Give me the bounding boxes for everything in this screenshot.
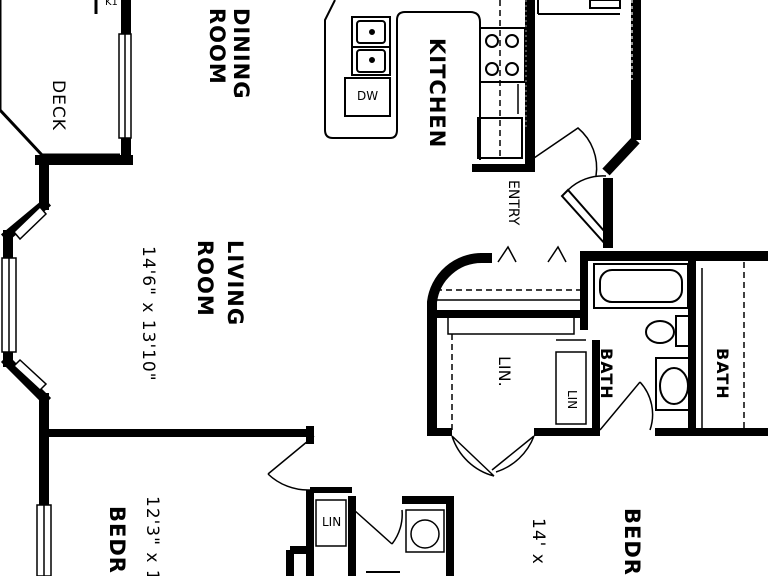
windows	[1, 33, 132, 576]
kitchen-counter	[324, 0, 481, 160]
kitchen-label: KITCHEN	[425, 38, 449, 149]
living-room-label-line1: LIVING	[223, 240, 247, 327]
dining-room-label-line2: ROOM	[205, 8, 229, 85]
entry-walls	[497, 0, 641, 263]
bedroom-left-label: BEDR	[105, 506, 129, 574]
bath-walls	[427, 251, 768, 477]
dining-room-label-line1: DINING	[229, 8, 253, 100]
bedroom-right-dimensions: 14' x	[528, 518, 548, 565]
bedroom-left-dimensions: 12'3" x 1	[142, 496, 162, 576]
linen-small-label-2: LIN	[322, 515, 342, 529]
bath-sink	[599, 357, 693, 431]
bathtub	[593, 262, 745, 428]
stove	[479, 27, 526, 83]
deck	[0, 0, 120, 157]
corner-tag-label: K1	[105, 0, 118, 8]
bath-label-1: BATH	[597, 348, 616, 400]
bath-label-2: BATH	[713, 348, 732, 400]
deck-label: DECK	[48, 80, 68, 131]
living-room-label-line2: ROOM	[193, 240, 217, 317]
kitchen-walls	[472, 0, 535, 172]
linen-small-label-1: LIN	[565, 390, 579, 410]
living-room-dimensions: 14'6" x 13'10"	[138, 246, 158, 382]
dishwasher-label: DW	[357, 89, 379, 103]
toilet	[645, 315, 691, 347]
bedroom-right-label: BEDR	[620, 508, 644, 576]
linen-closet-label: LIN.	[495, 356, 514, 387]
bedroom-walls	[267, 435, 454, 576]
entry-label: ENTRY	[505, 180, 521, 226]
